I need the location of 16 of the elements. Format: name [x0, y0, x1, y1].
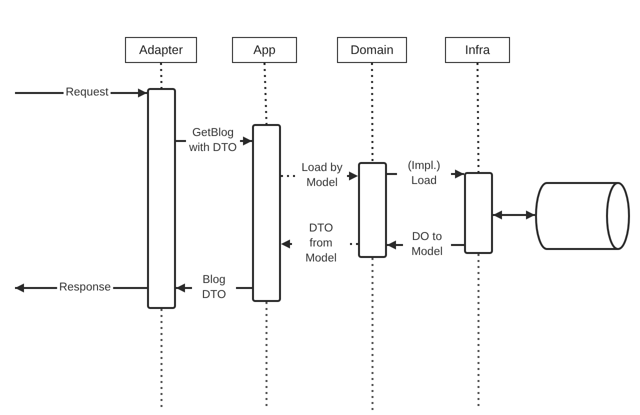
activation-bar — [464, 172, 493, 254]
database-cylinder — [535, 182, 630, 250]
lifeline — [160, 62, 162, 88]
lifeline — [371, 63, 374, 162]
lifeline-header: Domain — [337, 37, 407, 63]
message-arrow — [493, 210, 535, 220]
lifeline — [476, 62, 480, 172]
lifeline-header: App — [232, 37, 297, 63]
activation-bar — [147, 88, 176, 309]
activation-bar — [358, 162, 387, 258]
activation-bar — [252, 124, 281, 302]
lifeline-header: Infra — [445, 37, 510, 63]
edge-label: Request — [64, 86, 110, 100]
edge-label: Response — [57, 280, 113, 296]
lifeline — [264, 62, 268, 124]
lifeline-header: Adapter — [125, 37, 197, 63]
